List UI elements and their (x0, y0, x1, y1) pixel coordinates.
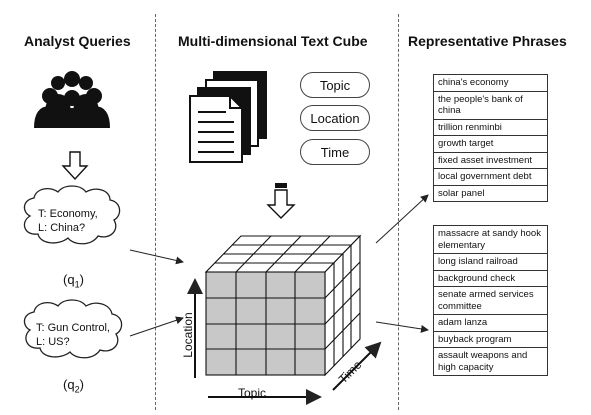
query-cloud-2 (23, 299, 123, 359)
phrase-item: fixed asset investment (434, 151, 547, 169)
location-pill: Location (300, 105, 370, 131)
phrase-item: senate armed services committee (434, 286, 547, 314)
phrase-item: long island railroad (434, 253, 547, 270)
query-1-topic: T: Economy, (38, 208, 98, 220)
phrase-item: the people's bank of china (434, 90, 547, 119)
divider-right (398, 14, 399, 410)
phrase-item: massacre at sandy hook elementary (438, 228, 541, 251)
text-cube-title: Multi-dimensional Text Cube (178, 33, 368, 49)
documents-icon (189, 71, 267, 163)
cube-to-q1-phrases-arrow (375, 194, 429, 244)
down-arrow-icon-2 (266, 183, 296, 219)
phrase-item: adam lanza (434, 314, 547, 331)
people-icon (34, 71, 110, 128)
q1-to-cube-arrow (129, 249, 184, 265)
phrase-item: local government debt (434, 168, 547, 185)
topic-pill: Topic (300, 72, 370, 98)
query-2-label: (q2) (63, 377, 84, 395)
phrases-box-q2: massacre at sandy hook elementary long i… (433, 225, 548, 376)
text-cube (204, 234, 362, 377)
representative-phrases-title: Representative Phrases (408, 33, 567, 49)
divider-left (155, 14, 156, 410)
topic-axis-label: Topic (238, 386, 267, 400)
phrases-box-q1: china's economy the people's bank of chi… (433, 74, 548, 202)
time-axis-arrow (332, 341, 382, 391)
down-arrow-icon (61, 151, 89, 181)
query-2-location: L: US? (36, 336, 70, 348)
cube-to-q2-phrases-arrow (375, 321, 429, 333)
phrase-item: buyback program (434, 330, 547, 348)
location-axis-label: Location (181, 312, 195, 358)
phrase-item: trillion renminbi (434, 118, 547, 136)
phrase-item: background check (434, 269, 547, 287)
query-1-label: (q1) (63, 272, 84, 290)
phrase-item: solar panel (434, 184, 547, 202)
phrase-item: china's economy (438, 77, 509, 88)
phrase-item: assault weapons and high capacity (434, 347, 547, 375)
query-2-topic: T: Gun Control, (36, 322, 110, 334)
analyst-queries-title: Analyst Queries (24, 33, 131, 49)
phrase-item: growth target (434, 135, 547, 152)
query-cloud-1 (23, 185, 121, 245)
q2-to-cube-arrow (129, 316, 184, 337)
query-1-location: L: China? (38, 222, 86, 234)
time-pill: Time (300, 139, 370, 165)
